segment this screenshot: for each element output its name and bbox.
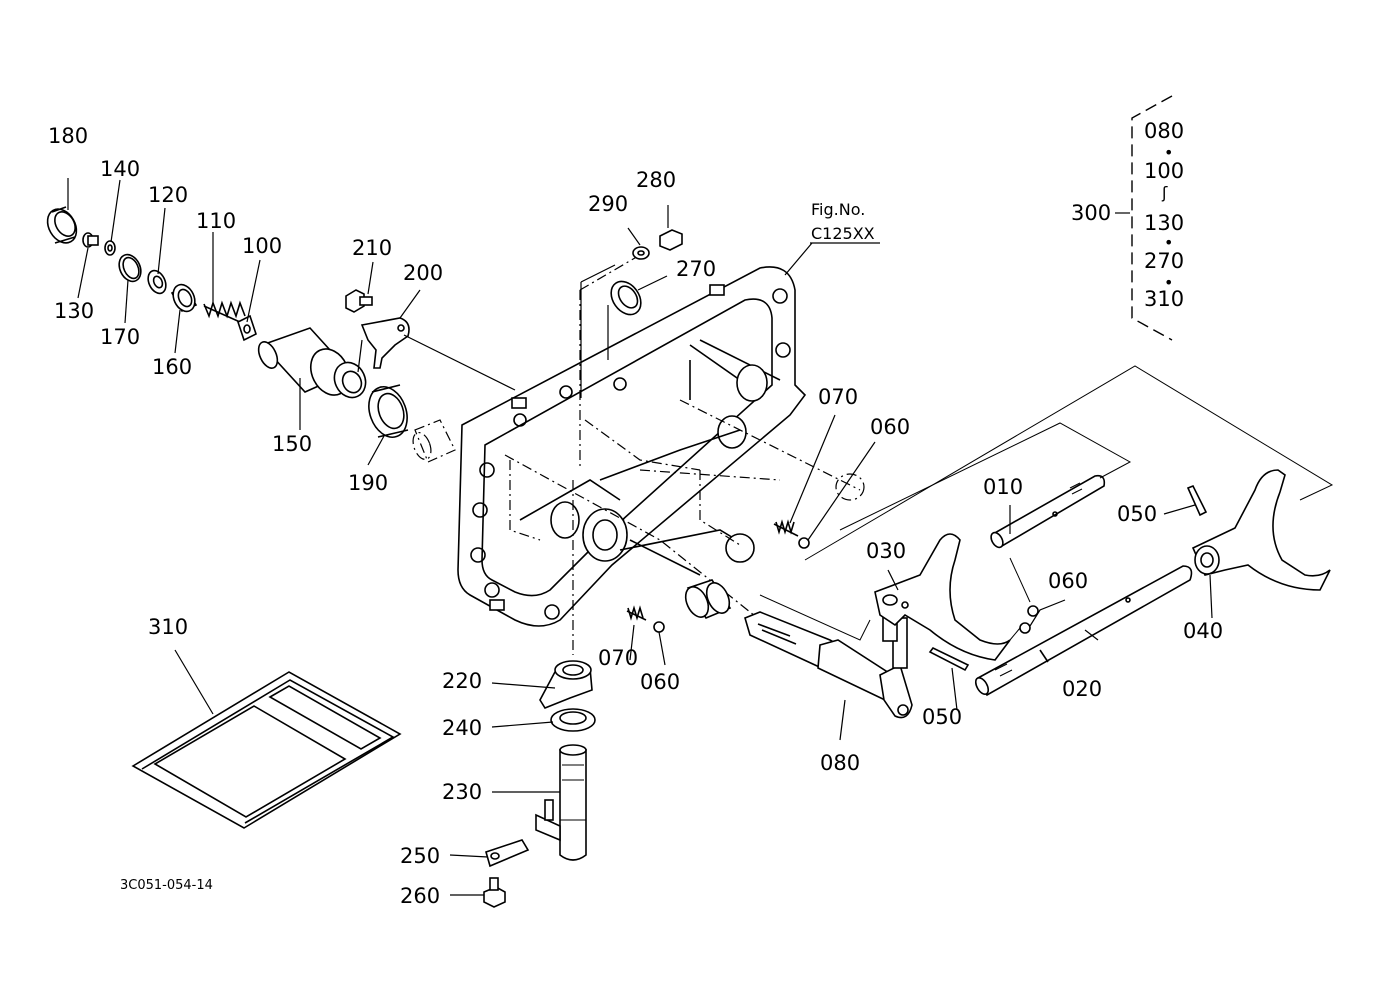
part-160-collar [170, 283, 198, 313]
part-250-plate [485, 839, 530, 868]
part-050-pin-right [1186, 484, 1208, 517]
kit-300-list: 300 080 • 100 ʃ 130 • 270 • 310 [1071, 119, 1184, 311]
kit-bracket [1131, 95, 1173, 341]
label-020: 020 [1062, 677, 1102, 701]
part-120-plate [147, 269, 167, 295]
label-100: 100 [242, 234, 282, 258]
part-210-bolt [345, 289, 373, 313]
leader-lines [67, 178, 1334, 896]
label-290: 290 [588, 192, 628, 216]
kit-separator-1: • [1164, 143, 1173, 162]
part-030-shift-fork [874, 533, 1011, 661]
part-070-spring-upper [773, 519, 799, 537]
part-060-ball-rods [1019, 605, 1039, 634]
part-140-washer [104, 240, 116, 256]
kit-item-310: 310 [1144, 287, 1184, 311]
kit-item-080: 080 [1144, 119, 1184, 143]
label-060-lower: 060 [640, 670, 680, 694]
part-230-shaft [535, 744, 587, 861]
label-010: 010 [983, 475, 1023, 499]
part-200-lock-plate [360, 317, 410, 369]
part-100-spacer [237, 314, 257, 342]
label-210: 210 [352, 236, 392, 260]
part-190-seal [368, 384, 409, 438]
label-030: 030 [866, 539, 906, 563]
part-270-seal [610, 280, 642, 316]
label-060-rods: 060 [1048, 569, 1088, 593]
label-280: 280 [636, 168, 676, 192]
part-240-seal [550, 708, 596, 732]
part-290-washer [632, 246, 650, 260]
label-080: 080 [820, 751, 860, 775]
label-230: 230 [442, 780, 482, 804]
bushing-lower [684, 579, 732, 620]
bushing-hidden [412, 419, 456, 463]
part-310-manual [131, 671, 402, 829]
label-270: 270 [676, 257, 716, 281]
label-050-left: 050 [922, 705, 962, 729]
label-250: 250 [400, 844, 440, 868]
label-160: 160 [152, 355, 192, 379]
fig-no-label: Fig.No. [811, 200, 865, 219]
part-050-pin-left [928, 646, 970, 672]
label-200: 200 [403, 261, 443, 285]
part-labels: 180 140 120 110 100 130 170 160 150 190 … [48, 124, 1223, 908]
label-110: 110 [196, 209, 236, 233]
kit-label: 300 [1071, 201, 1111, 225]
kit-item-270: 270 [1144, 249, 1184, 273]
part-280-bolt [659, 229, 683, 251]
figure-code: 3C051-054-14 [120, 878, 213, 893]
label-130: 130 [54, 299, 94, 323]
part-170-circlip [118, 253, 142, 283]
part-080-shift-shaft [744, 604, 913, 719]
part-130-bolt [82, 232, 99, 248]
label-050-right: 050 [1117, 502, 1157, 526]
part-150-sleeve [257, 327, 367, 399]
label-070-upper: 070 [818, 385, 858, 409]
label-070-lower: 070 [598, 646, 638, 670]
fig-no-value: C125XX [811, 224, 875, 243]
part-060-ball-upper [798, 537, 810, 549]
part-070-spring-lower [626, 605, 647, 621]
label-310: 310 [148, 615, 188, 639]
part-040-shift-fork [1191, 469, 1331, 591]
label-060-upper: 060 [870, 415, 910, 439]
gearbox-housing [457, 266, 807, 627]
kit-item-130: 130 [1144, 211, 1184, 235]
part-060-ball-lower [653, 621, 665, 633]
label-120: 120 [148, 183, 188, 207]
label-180: 180 [48, 124, 88, 148]
label-220: 220 [442, 669, 482, 693]
label-040: 040 [1183, 619, 1223, 643]
part-180-seal [46, 206, 78, 244]
part-110-spring [203, 300, 246, 323]
part-010-shift-rod [990, 474, 1106, 549]
part-220-arm [539, 660, 593, 709]
label-240: 240 [442, 716, 482, 740]
label-260: 260 [400, 884, 440, 908]
kit-separator-4: • [1164, 273, 1173, 292]
label-140: 140 [100, 157, 140, 181]
kit-separator-2: ʃ [1161, 183, 1168, 202]
label-190: 190 [348, 471, 388, 495]
label-150: 150 [272, 432, 312, 456]
kit-item-100: 100 [1144, 159, 1184, 183]
label-170: 170 [100, 325, 140, 349]
part-260-bolt [483, 877, 506, 908]
kit-separator-3: • [1164, 233, 1173, 252]
